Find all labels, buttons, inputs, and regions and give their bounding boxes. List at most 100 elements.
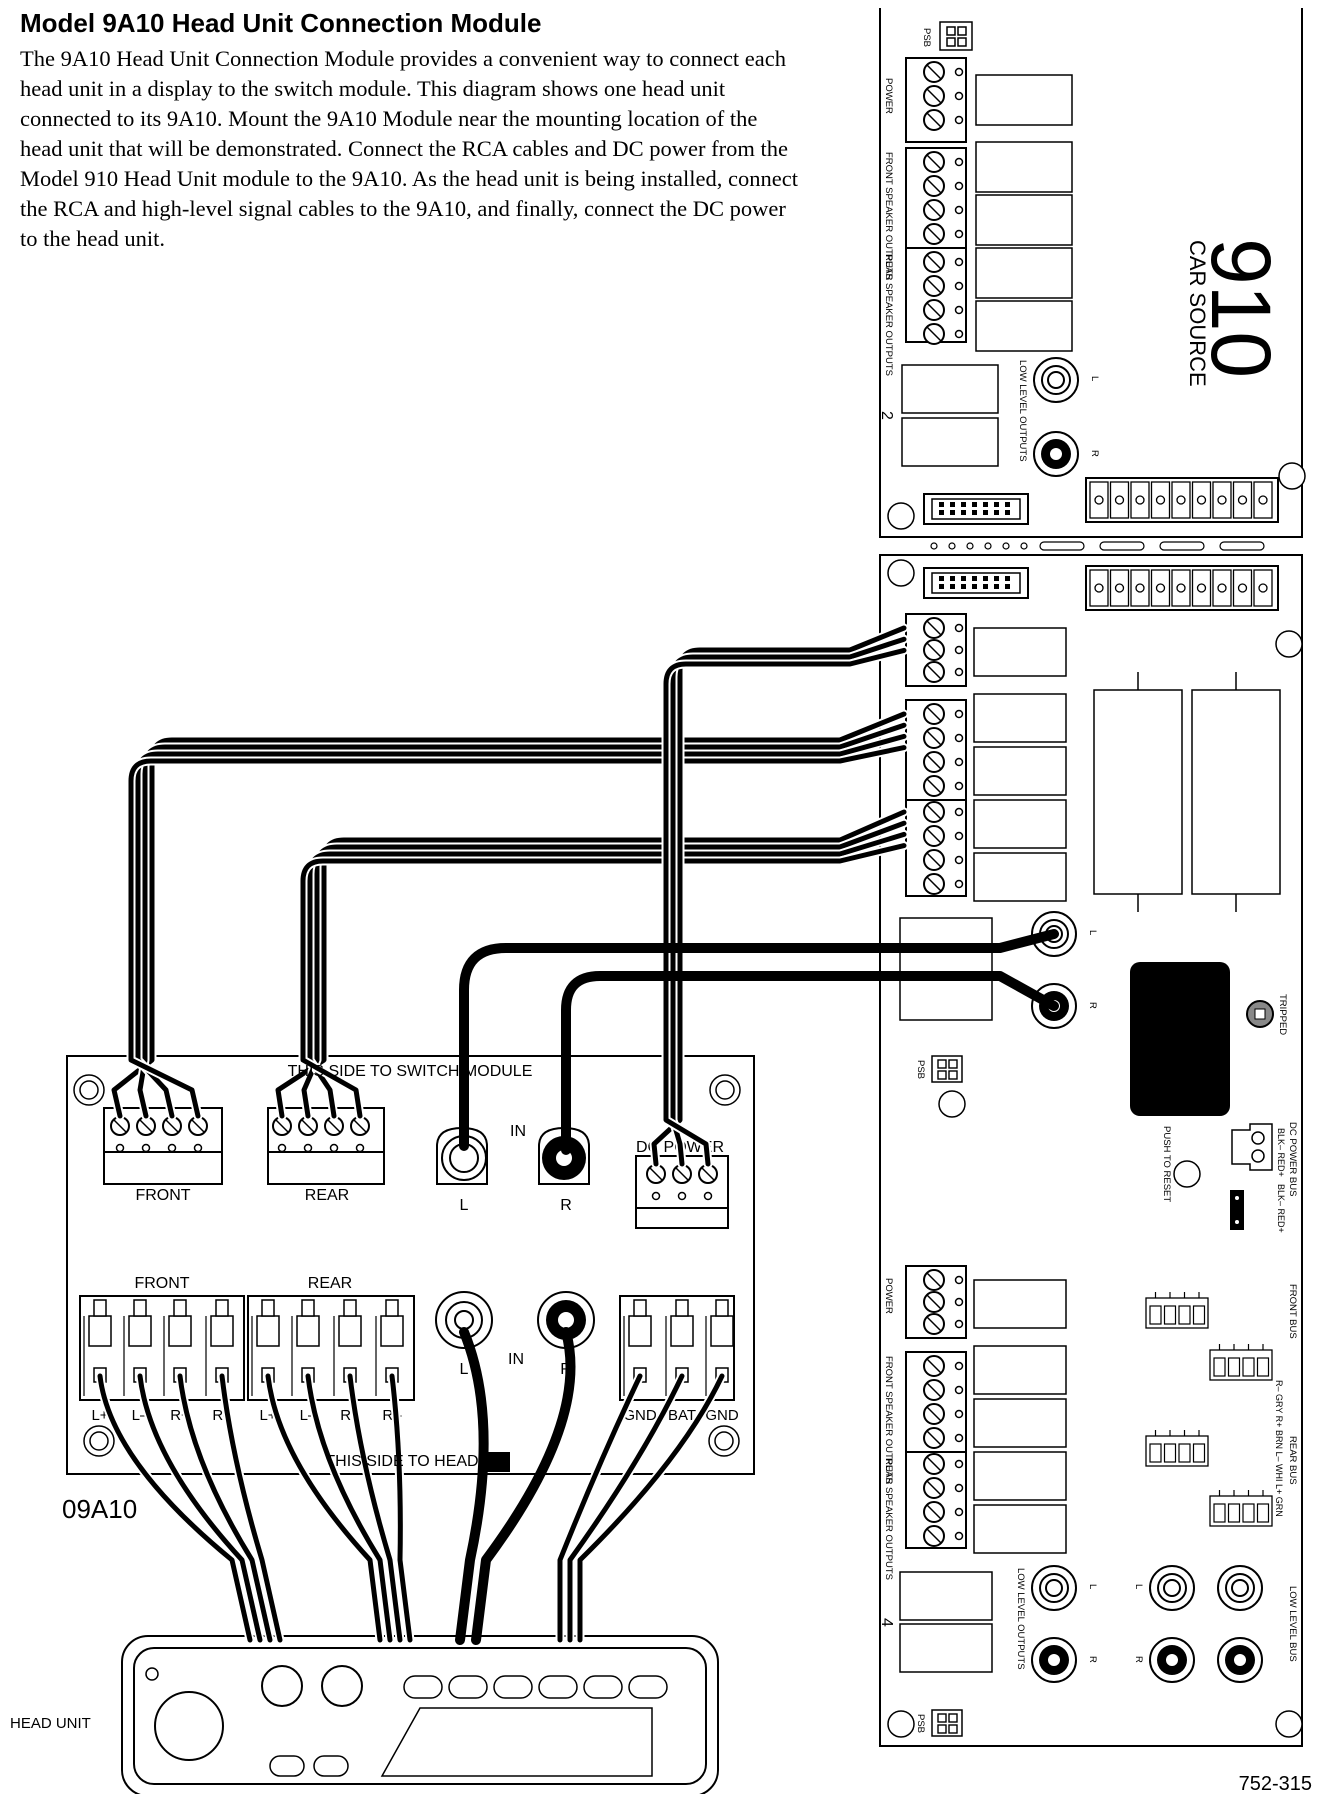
psb-label: PSB	[921, 28, 932, 47]
screw-slot	[926, 1528, 942, 1544]
ribbon-pin	[972, 502, 977, 507]
head-unit-button	[403, 1675, 443, 1699]
rca-cable	[455, 1327, 489, 1645]
bus-pin-hole	[1155, 495, 1166, 505]
screw-slot	[926, 1504, 942, 1520]
screw-slot	[926, 278, 942, 294]
terminal-hole	[954, 91, 964, 101]
terminal-hole	[954, 1319, 964, 1329]
terminal-hole	[167, 1143, 177, 1153]
bus-header-pin	[1178, 1305, 1191, 1325]
board-seam	[930, 541, 1265, 551]
rca-cable	[459, 929, 1059, 1151]
bus-pin-hole	[1258, 583, 1268, 593]
dc-bus-pins-b: BLK– RED+	[1276, 1184, 1286, 1233]
terminal-hole	[954, 1483, 964, 1493]
screw-slot	[926, 1456, 942, 1472]
screw-slot	[926, 730, 942, 746]
slot-four-label: 4	[878, 1618, 895, 1627]
bus-pin-hole	[1114, 495, 1125, 505]
intro-paragraph: The 9A10 Head Unit Connection Module pro…	[20, 46, 798, 251]
wire	[663, 647, 907, 1167]
bus-header-pin	[1213, 1357, 1226, 1377]
wire	[557, 1373, 643, 1643]
screw-slot	[926, 1382, 942, 1398]
screw-slot	[275, 1119, 289, 1133]
screw-slot	[926, 202, 942, 218]
terminal-hole	[329, 1143, 339, 1153]
psb-label-lower: PSB	[915, 1060, 926, 1079]
front-speaker-outputs-label-lower: FRONT SPEAKER OUTPUTS	[883, 1356, 894, 1484]
screw-slot	[191, 1119, 205, 1133]
ribbon-pin	[983, 510, 988, 515]
terminal-hole	[954, 257, 964, 267]
spade-terminal	[670, 1315, 694, 1347]
page-title: Model 9A10 Head Unit Connection Module	[20, 8, 542, 38]
bus-header-pin	[1163, 1443, 1177, 1463]
ribbon-pin	[950, 584, 955, 589]
screw-slot	[301, 1119, 315, 1133]
dc-power-bus-label: DC POWER BUS	[1287, 1122, 1298, 1196]
wire	[305, 1373, 393, 1643]
terminal-hole	[355, 1143, 365, 1153]
bus-pin-hole	[1196, 495, 1207, 505]
bus-pin-hole	[1176, 495, 1186, 505]
ribbon-pin	[961, 502, 966, 507]
terminal-hole	[954, 1507, 964, 1517]
spade-terminal	[256, 1315, 280, 1347]
spade-terminal	[338, 1315, 362, 1347]
bus-header-pin	[1192, 1305, 1206, 1325]
spade-tab	[633, 1299, 647, 1317]
ribbon-pin	[972, 510, 977, 515]
bus-header-pin	[1227, 1503, 1241, 1523]
ribbon-pin	[1005, 510, 1010, 515]
screw-slot	[926, 1358, 942, 1374]
bus-pin-hole	[1217, 495, 1227, 505]
spade-terminal	[128, 1315, 152, 1347]
ribbon-pin	[994, 502, 999, 507]
bus-pin-hole	[1094, 495, 1104, 505]
terminal-hole	[954, 1459, 964, 1469]
wire	[567, 1373, 685, 1643]
bus-right-label: R	[1133, 1656, 1144, 1663]
screw-slot	[926, 828, 942, 844]
slot4-right-label: R	[1087, 1656, 1098, 1663]
ribbon-pin	[950, 502, 955, 507]
module-9a10: FRONT REAR IN L R DC POWER FRONT REAR L+…	[62, 1055, 755, 1524]
ribbon-pin	[939, 576, 944, 581]
screw-slot	[926, 642, 942, 658]
screw-slot	[926, 876, 942, 892]
bus-pin-hole	[1196, 583, 1207, 593]
rear-speaker-outputs-label-lower: REAR SPEAKER OUTPUTS	[883, 1458, 894, 1580]
screw-slot	[926, 64, 942, 80]
low-level-bus-label: LOW LEVEL BUS	[1287, 1586, 1298, 1662]
ribbon-pin	[961, 584, 966, 589]
screw-slot	[113, 1119, 127, 1133]
ribbon-pin	[1005, 576, 1010, 581]
screw-slot	[926, 620, 942, 636]
spade-terminal	[710, 1315, 734, 1347]
bus-pin-hole	[1135, 583, 1145, 593]
bus-header-pin	[1149, 1305, 1162, 1325]
dc-bus-pins-a: BLK– RED+	[1276, 1128, 1286, 1177]
spade-tab	[93, 1299, 107, 1317]
slot-two-label: 2	[878, 411, 895, 420]
slot4-left-label: L	[1087, 1584, 1098, 1589]
screw-slot	[926, 226, 942, 242]
rear-speaker-outputs-label: REAR SPEAKER OUTPUTS	[883, 254, 894, 376]
rca-cable	[561, 971, 1059, 1155]
head-unit-button	[448, 1675, 488, 1699]
ribbon-pin	[961, 510, 966, 515]
ribbon-pin	[939, 510, 944, 515]
terminal-hole	[954, 205, 964, 215]
head-unit: HEAD UNIT	[10, 1635, 719, 1794]
spade-tab	[343, 1299, 357, 1317]
bus-pin-hole	[1237, 583, 1248, 593]
terminal-hole	[954, 67, 964, 77]
terminal-hole	[954, 181, 964, 191]
bus-header-pin	[1256, 1503, 1270, 1523]
ribbon-pin	[983, 576, 988, 581]
terminal-hole	[954, 115, 964, 125]
power-label: POWER	[883, 78, 894, 114]
